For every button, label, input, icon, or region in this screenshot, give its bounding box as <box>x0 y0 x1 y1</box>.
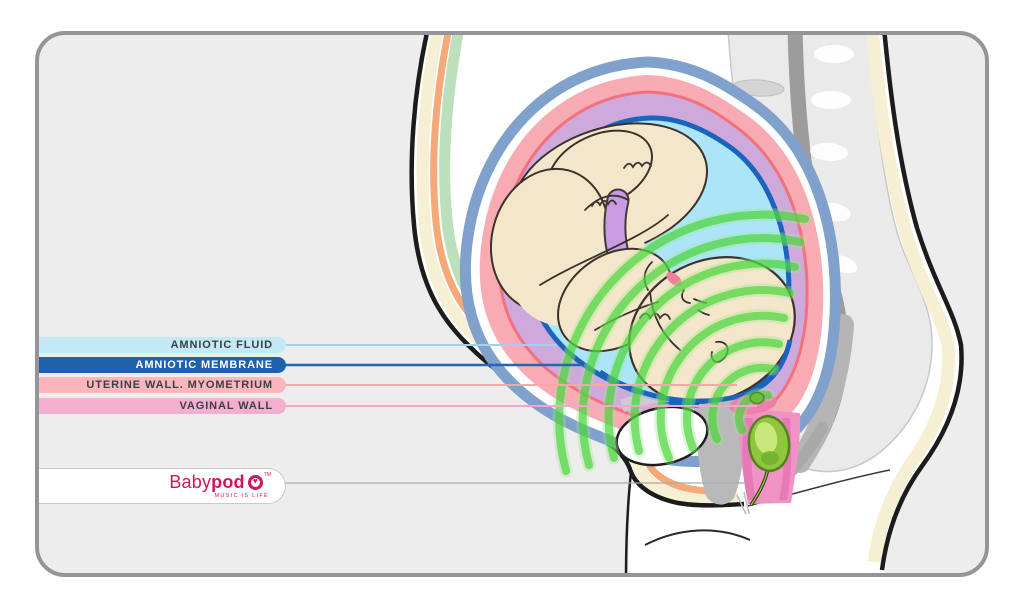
back-skin-layer <box>865 35 956 563</box>
toes <box>591 199 617 207</box>
babypod-heart-icon: ♥ <box>247 474 263 490</box>
logo-brand-bold: pod <box>211 472 245 492</box>
nose <box>681 289 691 304</box>
sound-waves <box>552 208 812 478</box>
trademark-symbol: TM <box>263 472 271 478</box>
label-vaginal-wall: VAGINAL WALL <box>39 398 286 414</box>
device-highlight <box>754 422 778 454</box>
label-amniotic-fluid: AMNIOTIC FLUID <box>39 337 286 353</box>
front-thigh-line <box>624 471 633 573</box>
back-outline <box>879 35 964 571</box>
babypod-device <box>736 391 791 515</box>
leader-lines <box>283 344 757 484</box>
logo-tagline: MUSIC IS LIFE <box>214 493 269 499</box>
label-uterine-wall-myometrium: UTERINE WALL. MYOMETRIUM <box>39 377 286 393</box>
lips <box>666 272 682 286</box>
logo-brand-light: Baby <box>169 472 212 492</box>
cheek-line <box>649 291 681 351</box>
foot-sole <box>584 194 629 211</box>
clipped-anatomy <box>409 35 964 573</box>
frame-border <box>35 31 989 577</box>
label-amniotic-membrane: AMNIOTIC MEMBRANE <box>39 357 286 373</box>
device-shadow <box>761 451 779 465</box>
vulva-tick-marks <box>736 491 750 515</box>
thigh-crease <box>539 214 669 286</box>
vaginal-fold-left <box>742 418 756 500</box>
device-emitter-dot <box>749 391 765 405</box>
chin-line <box>643 261 653 291</box>
heart-glyph: ♥ <box>252 476 258 486</box>
toes-upper <box>623 161 652 169</box>
thigh-crease-line <box>644 529 751 546</box>
